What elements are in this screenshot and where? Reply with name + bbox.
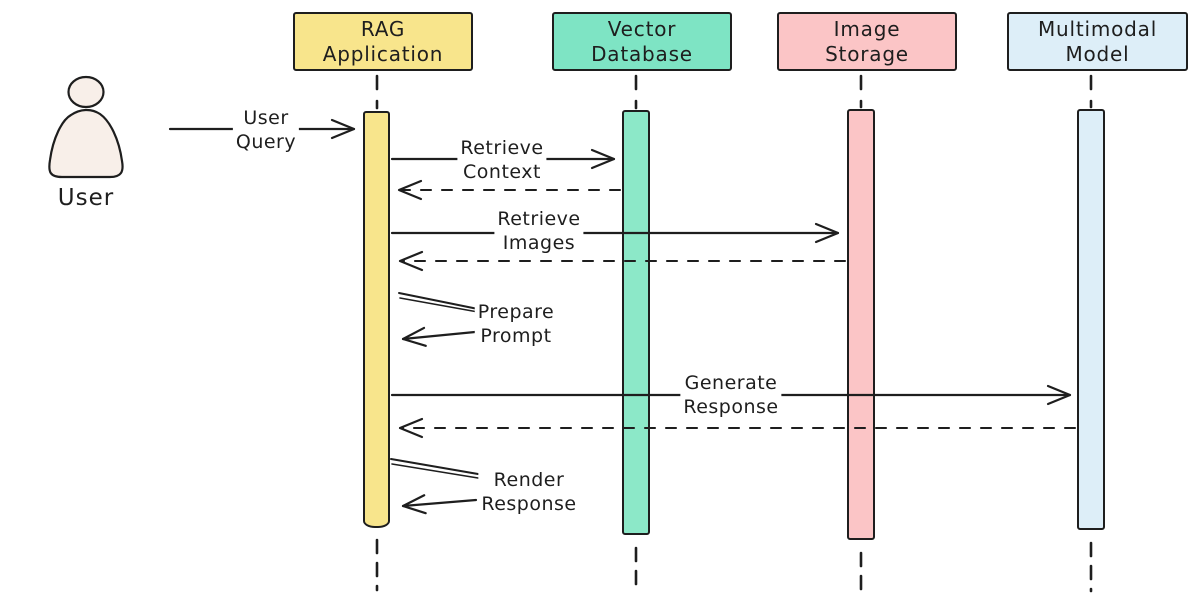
participant-label-line: Model (1065, 41, 1130, 66)
selfcall-prepare-line2 (399, 297, 479, 313)
message-label-retrieve-images: Retrieve Images (494, 207, 584, 255)
participant-label-line: Application (322, 41, 444, 66)
message-label-user-query: User Query (232, 106, 300, 154)
message-label-line: Context (463, 161, 541, 183)
message-label-line: User (243, 107, 289, 129)
participant-label-line: Vector (607, 16, 677, 41)
message-label-line: Render (493, 469, 565, 491)
message-label-line: Generate (684, 372, 778, 394)
participant-label-line: Multimodal (1037, 16, 1158, 41)
selfcall-render-line (390, 458, 479, 475)
message-label-line: Retrieve (460, 137, 544, 159)
message-label-line: Retrieve (497, 208, 581, 230)
message-label-line: Query (235, 131, 297, 153)
selfcall-prepare-return (401, 326, 477, 347)
participant-label-line: Database (591, 41, 693, 66)
message-label-retrieve-context: Retrieve Context (457, 136, 547, 184)
message-label-line: Response (683, 396, 779, 418)
participant-rag-application: RAG Application (293, 12, 473, 71)
participant-multimodal-model: Multimodal Model (1007, 12, 1188, 71)
message-label-render-response: Render Response (478, 468, 580, 516)
message-label-prepare-prompt: Prepare Prompt (474, 300, 558, 348)
activation-bar-rag-application (363, 111, 390, 528)
participant-label-line: RAG (360, 16, 406, 41)
message-label-line: Images (502, 232, 576, 254)
activation-bar-multimodal-model (1077, 109, 1105, 530)
message-label-line: Prepare (477, 301, 555, 323)
participant-label-line: Image (833, 16, 901, 41)
selfcall-render-line2 (391, 463, 479, 479)
activation-bar-image-storage (847, 109, 875, 540)
actor-label: User (57, 185, 115, 211)
message-label-line: Response (481, 493, 577, 515)
user-actor-head-icon (67, 75, 105, 109)
message-label-line: Prompt (480, 325, 552, 347)
selfcall-render-return (401, 494, 478, 515)
participant-vector-database: Vector Database (552, 12, 732, 71)
message-label-generate-response: Generate Response (680, 371, 782, 419)
participant-label-line: Storage (825, 41, 909, 66)
activation-bar-vector-database (622, 110, 650, 535)
selfcall-prepare-line (398, 292, 479, 310)
user-actor-body-icon (48, 108, 124, 179)
participant-image-storage: Image Storage (777, 12, 957, 71)
